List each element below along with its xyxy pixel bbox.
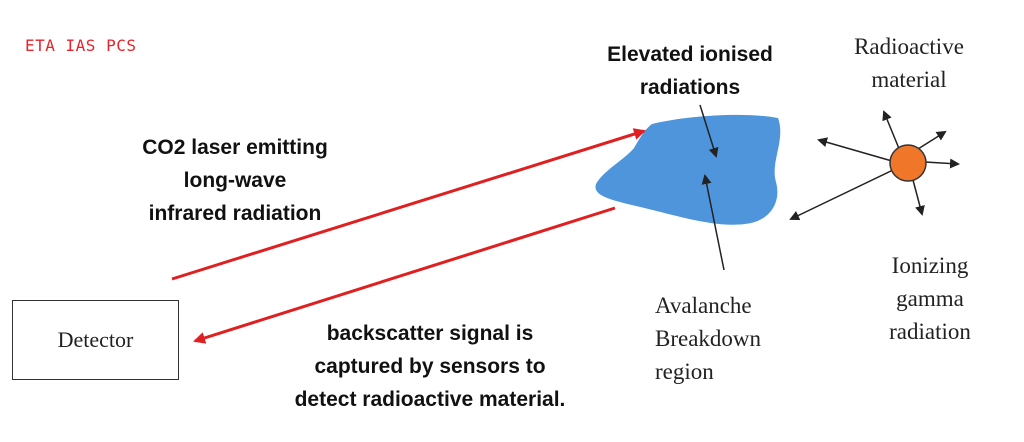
gamma-arrow-down: [912, 179, 925, 216]
laser-label-line: infrared radiation: [148, 202, 322, 225]
ionised-cloud: [595, 114, 781, 225]
elevated-label-line: Elevated ionised: [607, 43, 773, 66]
radioactive-label-line: Radioactive: [854, 34, 964, 59]
avalanche-pointer-arrow: [701, 174, 725, 271]
elevated-label-line: radiations: [639, 76, 741, 99]
avalanche-label-line: Breakdown: [655, 326, 762, 351]
backscatter-label-line: detect radioactive material.: [294, 388, 566, 411]
gamma-radiation-label: Ionizing gamma radiation: [870, 249, 990, 348]
avalanche-region-label: Avalanche Breakdown region: [655, 289, 805, 388]
gamma-label-line: gamma: [896, 286, 964, 311]
avalanche-label-line: region: [655, 359, 714, 384]
radioactive-material-label: Radioactive material: [836, 30, 982, 96]
backscatter-label-line: captured by sensors to: [314, 355, 546, 378]
laser-label-line: long-wave: [183, 169, 287, 192]
gamma-arrow-downleft: [789, 169, 894, 221]
laser-beam-arrow: [171, 128, 646, 281]
elevated-ionised-label: Elevated ionised radiations: [580, 38, 800, 104]
backscatter-arrow: [193, 206, 616, 344]
avalanche-label-line: Avalanche: [655, 293, 752, 318]
gamma-label-line: Ionizing: [891, 253, 969, 278]
backscatter-label-line: backscatter signal is: [326, 322, 534, 345]
backscatter-label: backscatter signal is captured by sensor…: [255, 317, 605, 416]
laser-label: CO2 laser emitting long-wave infrared ra…: [110, 131, 360, 230]
gamma-arrow-up: [882, 110, 901, 152]
gamma-arrow-right: [924, 158, 960, 169]
elevated-pointer-arrow: [699, 104, 719, 158]
detector-label: Detector: [57, 327, 134, 352]
radioactive-source: [889, 144, 927, 182]
gamma-arrow-left: [817, 137, 893, 162]
gamma-label-line: radiation: [889, 319, 971, 344]
brand-watermark: ETA IAS PCS: [25, 36, 137, 55]
gamma-arrow-upright: [917, 130, 947, 150]
laser-label-line: CO2 laser emitting: [142, 136, 328, 159]
detector-box: Detector: [12, 300, 179, 380]
radioactive-label-line: material: [871, 67, 947, 92]
